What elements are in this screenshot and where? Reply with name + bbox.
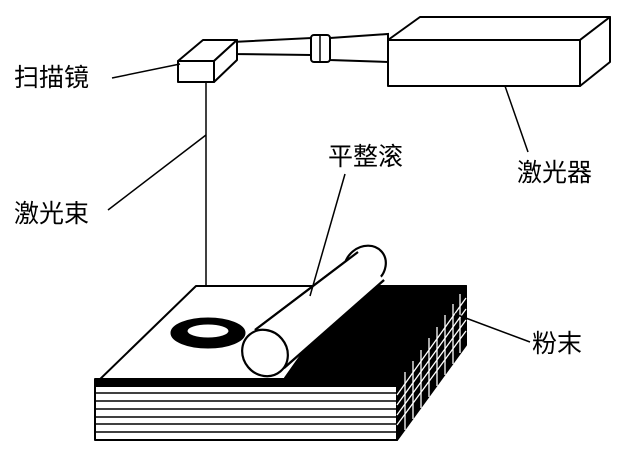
laser-unit-front — [387, 39, 581, 87]
leader-powder — [454, 313, 531, 343]
scan-mirror — [177, 39, 238, 83]
laser-unit — [387, 16, 611, 87]
bed-layer-lines — [95, 392, 397, 433]
tube-segment-right — [329, 32, 389, 64]
leader-scan-mirror — [111, 63, 181, 79]
roller-body-fill — [255, 252, 384, 368]
scan-mirror-front — [177, 60, 215, 83]
bed-side-grid — [396, 294, 467, 430]
laser-unit-side — [579, 16, 611, 87]
laser-tube — [231, 32, 389, 64]
laser-unit-top — [387, 16, 611, 41]
leader-laser-beam — [107, 134, 207, 211]
label-laser-beam: 激光束 — [14, 199, 89, 228]
tube-segment-left — [231, 36, 312, 57]
leader-laser — [504, 85, 529, 153]
leader-roller — [309, 173, 346, 297]
leveling-roller — [241, 244, 387, 378]
label-laser: 激光器 — [517, 158, 592, 187]
label-scan-mirror: 扫描镜 — [14, 63, 89, 92]
label-powder: 粉末 — [532, 329, 582, 358]
scan-mirror-side — [213, 39, 238, 83]
sintered-ring-inner — [186, 323, 230, 339]
roller-near-end — [241, 328, 289, 378]
label-leveling-roller: 平整滚 — [328, 142, 403, 171]
leader-lines — [107, 63, 531, 343]
